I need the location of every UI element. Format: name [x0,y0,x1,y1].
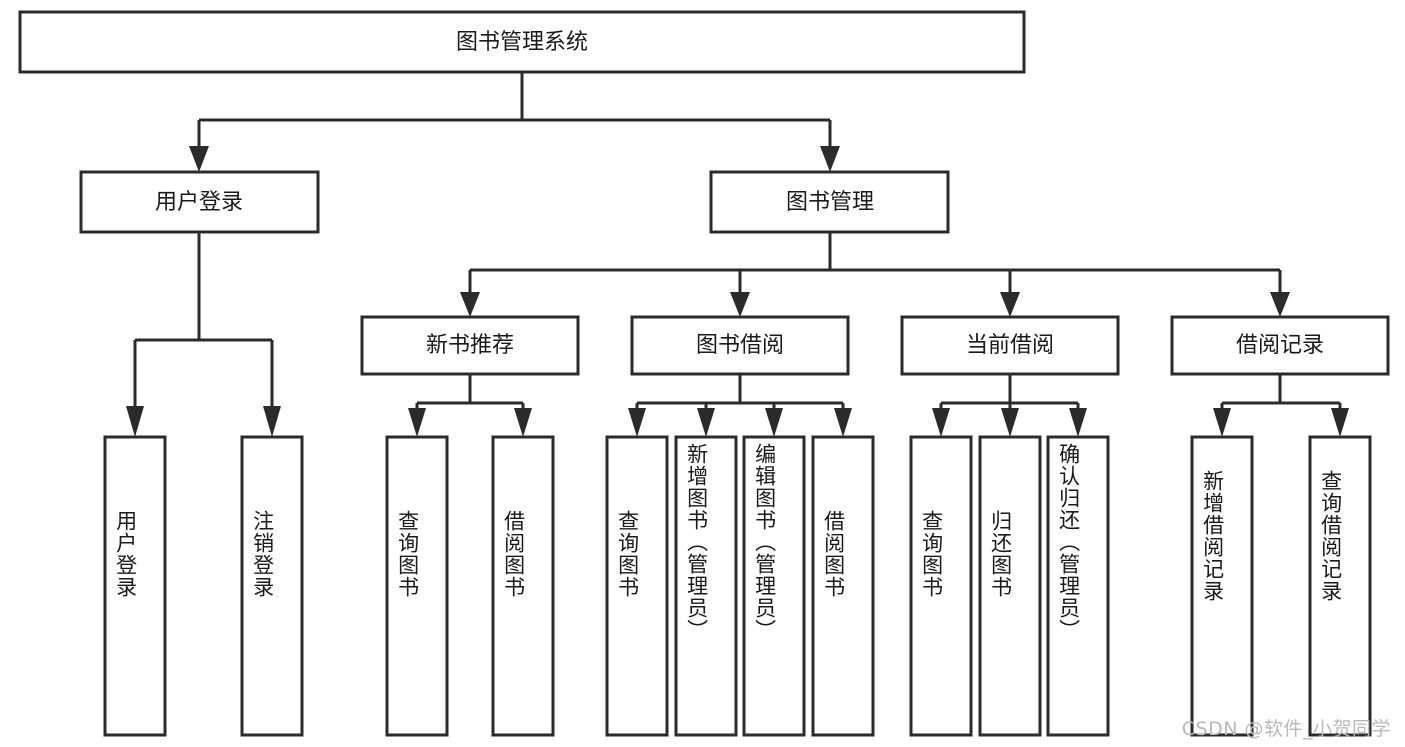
node-root[interactable]: 图书管理系统 [18,10,1026,74]
arrow-head-user-login [189,146,209,172]
node-root-label: 图书管理系统 [456,30,588,55]
leaf-box-return-book[interactable] [978,435,1042,737]
arrow-head-leaf-confirm-return [1069,408,1087,437]
arrow-head-leaf-query-book-b [628,408,646,437]
arrow-head-current-borrow [1000,292,1020,317]
leaf-box-query-record[interactable] [1308,435,1372,737]
connector-group-currentborrow-leaves [932,374,1087,437]
arrow-head-leaf-query-record [1331,408,1349,437]
leaf-box-query-book-a[interactable] [385,435,449,737]
arrow-head-borrow-record [1270,292,1290,317]
node-book-borrow[interactable]: 图书借阅 [630,315,850,376]
leaf-box-borrow-book-b[interactable] [811,435,875,737]
connector-group-userlogin-leaves [126,232,281,437]
connector-group-newbook-leaves [408,374,532,437]
arrow-head-leaf-query-book-c [932,408,950,437]
node-book-manage[interactable]: 图书管理 [709,170,950,234]
node-current-borrow-box[interactable] [900,315,1120,376]
arrow-head-leaf-user-login [126,406,144,437]
arrow-head-book-borrow [730,292,750,317]
leaf-box-confirm-return[interactable] [1046,435,1110,737]
arrow-head-leaf-add-book [697,408,715,437]
node-current-borrow-label: 当前借阅 [966,333,1054,358]
node-book-borrow-label: 图书借阅 [696,333,784,358]
arrow-head-leaf-query-book-a [408,408,426,437]
arrow-head-book-manage [820,146,840,172]
node-book-borrow-box[interactable] [630,315,850,376]
watermark-text: CSDN @软件_小贺同学 [1181,718,1391,740]
arrow-head-leaf-logout [263,406,281,437]
node-user-login-label: 用户登录 [155,190,243,215]
leaf-box-user-login[interactable] [103,435,167,737]
connector-group-bookmanage-to-level3 [460,232,1290,317]
node-new-book-recommend-box[interactable] [360,315,580,376]
leaf-box-add-book[interactable] [674,435,738,737]
connector-group-bookborrow-leaves [628,374,852,437]
node-borrow-record[interactable]: 借阅记录 [1170,315,1390,376]
node-book-manage-label: 图书管理 [786,190,874,215]
arrow-head-leaf-return-book [1001,408,1019,437]
leaf-box-query-book-c[interactable] [909,435,973,737]
node-borrow-record-box[interactable] [1170,315,1390,376]
leaf-box-borrow-book-a[interactable] [491,435,555,737]
arrow-head-leaf-edit-book [765,408,783,437]
arrow-head-new-book [460,292,480,317]
node-root-box[interactable] [18,10,1026,74]
connector-group-root-to-level2 [189,72,840,172]
leaf-box-edit-book[interactable] [742,435,806,737]
node-user-login[interactable]: 用户登录 [79,170,320,234]
node-new-book-recommend-label: 新书推荐 [426,333,514,358]
leaf-box-logout[interactable] [240,435,304,737]
node-book-manage-box[interactable] [709,170,950,234]
arrow-head-leaf-add-record [1213,408,1231,437]
connector-group-borrowrecord-leaves [1213,374,1349,437]
arrow-head-leaf-borrow-book-b [834,408,852,437]
arrow-head-leaf-borrow-book-a [514,408,532,437]
leaf-box-query-book-b[interactable] [605,435,669,737]
leaf-box-add-record[interactable] [1190,435,1254,737]
node-current-borrow[interactable]: 当前借阅 [900,315,1120,376]
node-new-book-recommend[interactable]: 新书推荐 [360,315,580,376]
node-borrow-record-label: 借阅记录 [1236,333,1324,358]
node-user-login-box[interactable] [79,170,320,234]
